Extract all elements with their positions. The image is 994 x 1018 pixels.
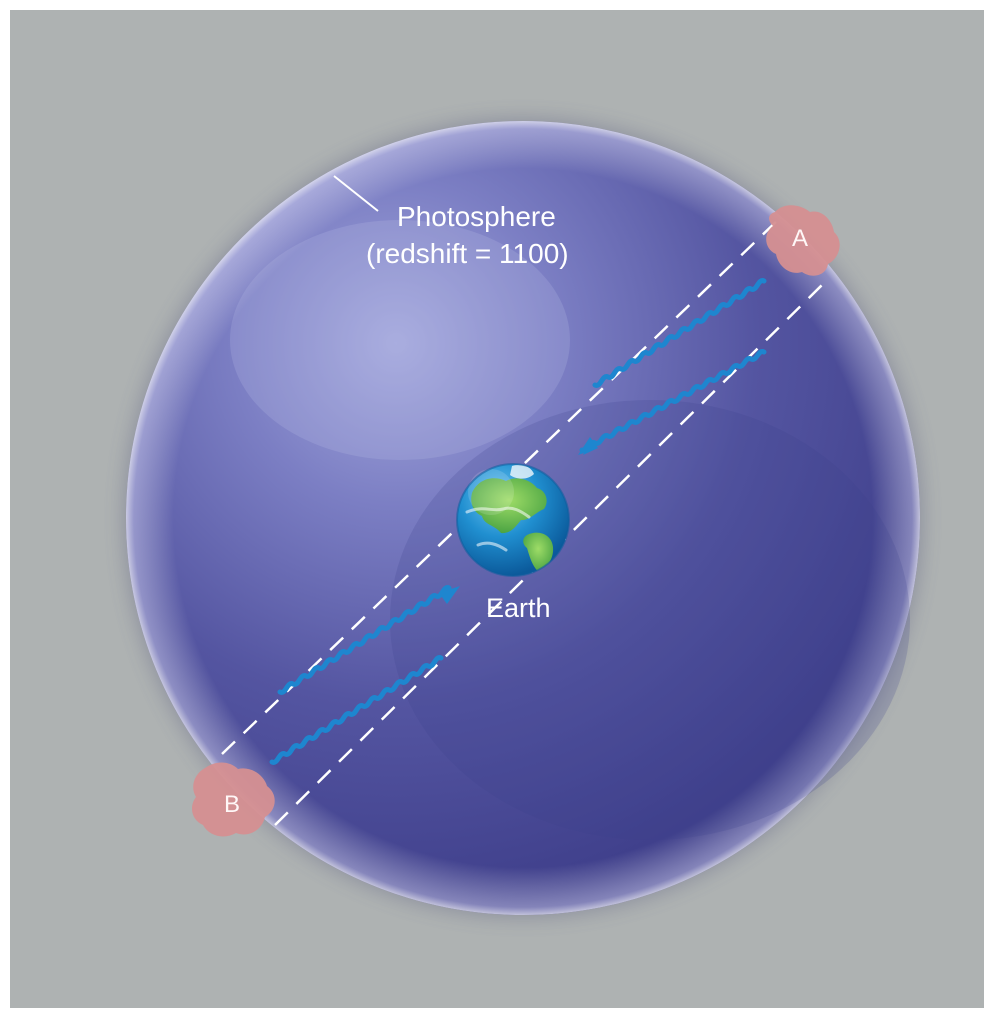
arrowhead-b-visible <box>439 586 460 604</box>
guide-line-upper <box>221 217 781 755</box>
wave-a-visible <box>579 349 767 453</box>
photosphere-label-line2: (redshift = 1100) <box>366 238 569 269</box>
earth-clouds <box>465 506 531 552</box>
earth-outline <box>456 463 570 577</box>
earth-north-america <box>471 478 547 534</box>
photosphere-pointer-line <box>333 175 379 212</box>
earth-greenland <box>510 464 534 479</box>
arrowhead-a-visible <box>578 437 598 455</box>
region-a-label: A <box>792 225 808 252</box>
earth <box>456 463 570 577</box>
wave-b-main <box>277 585 452 695</box>
photosphere-label-line1: Photosphere <box>397 201 556 232</box>
region-a-blob <box>766 205 840 276</box>
sphere-highlight <box>230 220 570 460</box>
earth-highlight <box>468 469 514 515</box>
region-b-label: B <box>224 791 240 818</box>
wave-b-visible <box>269 655 444 765</box>
earth-label: Earth <box>486 593 551 623</box>
cmb-photon-wave-a <box>592 278 767 388</box>
guide-line-lower <box>274 281 826 826</box>
earth-south-america <box>523 532 554 573</box>
region-b-blob <box>191 762 275 837</box>
sphere-dark-region <box>390 400 910 840</box>
